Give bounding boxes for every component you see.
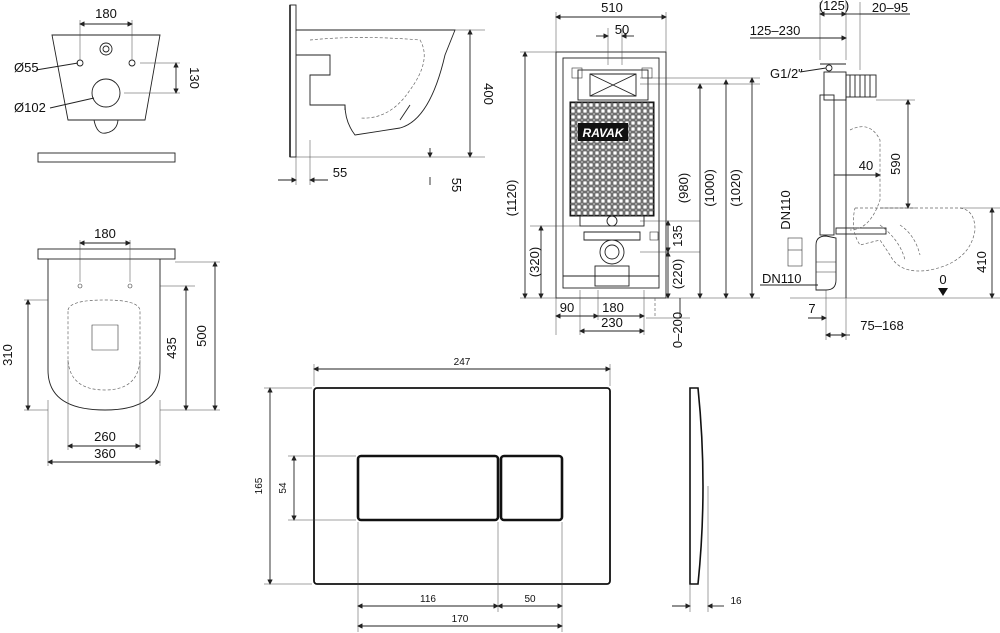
dim-125-paren: (125) [819, 0, 849, 13]
dim-165: 165 [254, 477, 265, 494]
dim-125-230: 125–230 [750, 23, 801, 38]
dim-1020: (1020) [728, 169, 743, 207]
dim-260: 260 [94, 429, 116, 444]
dim-7: 7 [808, 301, 815, 316]
dim-310: 310 [0, 344, 15, 366]
flush-plate-side-view: 16 [672, 387, 742, 612]
label-zero-level: 0 [939, 272, 946, 287]
dim-410: 410 [974, 251, 989, 273]
dim-230: 230 [601, 315, 623, 330]
dim-130: 130 [187, 67, 202, 89]
flush-plate-front-view: 247 165 54 116 50 170 [254, 357, 611, 632]
dim-1120: (1120) [504, 180, 519, 217]
dim-0-200: 0–200 [670, 312, 685, 348]
dim-54: 54 [278, 482, 289, 494]
toilet-side-view: 400 55 55 [278, 4, 496, 192]
dim-50-front: 50 [615, 22, 629, 37]
dim-510: 510 [601, 0, 623, 15]
dim-55-gap: 55 [333, 165, 347, 180]
ravak-logo [578, 123, 628, 141]
dim-d55: Ø55 [14, 60, 39, 75]
dim-320: (320) [527, 247, 542, 277]
toilet-plan-view: 180 310 435 500 260 360 [0, 226, 220, 466]
dim-16: 16 [730, 596, 742, 607]
half-flush-button [499, 454, 564, 522]
frame-side-view: (125) 20–95 125–230 G1/2" 590 40 410 0 D… [750, 0, 1000, 340]
dim-400: 400 [481, 83, 496, 105]
dim-55-floor: 55 [449, 178, 464, 192]
dim-116: 116 [420, 594, 436, 605]
dim-435: 435 [164, 337, 179, 359]
dim-40: 40 [859, 158, 873, 173]
flush-plate-outline [313, 387, 611, 585]
dim-50-plate: 50 [524, 594, 536, 605]
dim-590: 590 [888, 153, 903, 175]
dim-90: 90 [560, 300, 574, 315]
brand-label: RAVAK [583, 126, 625, 140]
dim-180-top: 180 [95, 6, 117, 21]
dim-500: 500 [194, 325, 209, 347]
dim-980: (980) [676, 173, 691, 203]
dim-180-plan: 180 [94, 226, 116, 241]
dim-1000: (1000) [702, 169, 717, 207]
label-dn110-vertical: DN110 [778, 190, 793, 230]
frame-front-view: RAVAK 510 50 (1120) (320) (980 [504, 0, 760, 348]
toilet-back-view: 180 Ø55 Ø102 130 [14, 6, 202, 163]
dim-220: (220) [670, 259, 685, 289]
label-dn110-horizontal: DN110 [762, 271, 802, 286]
dim-d102: Ø102 [14, 100, 46, 115]
dim-247: 247 [454, 357, 471, 368]
dim-135: 135 [670, 225, 685, 247]
dim-170: 170 [452, 614, 469, 625]
dim-180-front: 180 [602, 300, 624, 315]
full-flush-button [356, 454, 500, 522]
dim-75-168: 75–168 [860, 318, 903, 333]
dim-20-95: 20–95 [872, 0, 908, 15]
label-g12: G1/2" [770, 66, 803, 81]
dim-360: 360 [94, 446, 116, 461]
